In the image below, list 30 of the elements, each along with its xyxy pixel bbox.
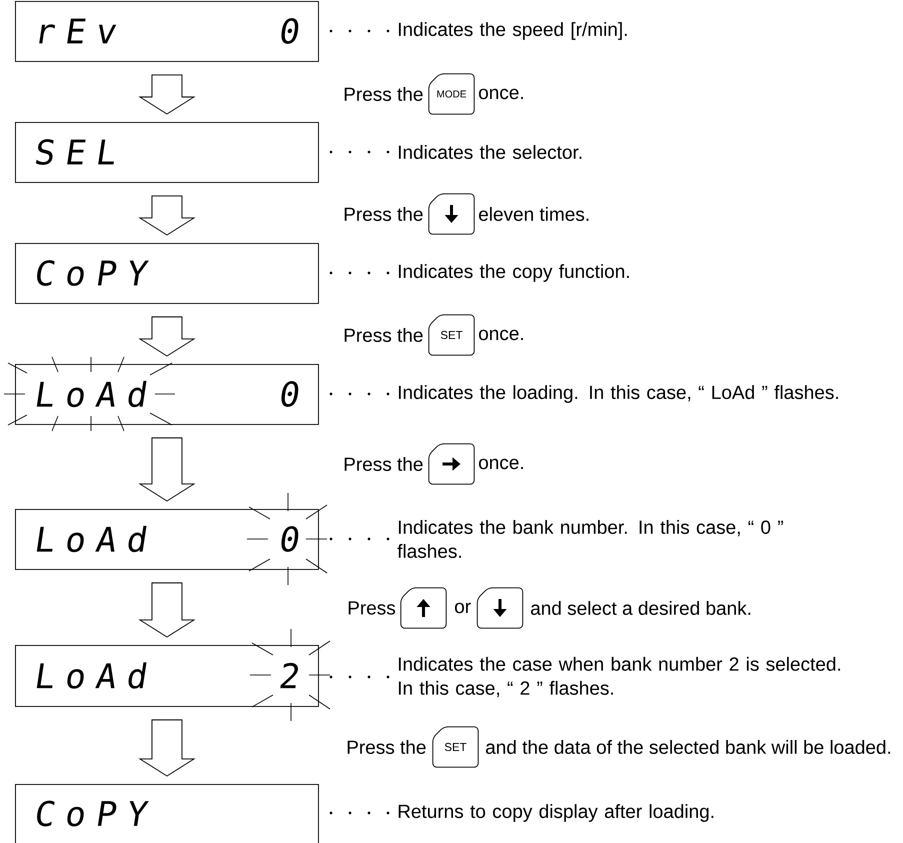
description-text: Indicates the speed [r/min]. (398, 22, 627, 40)
display-panel: r E v 0 (15, 1, 319, 62)
key-button: MODE (428, 73, 475, 115)
display-panel: L o A d 2 (15, 644, 319, 707)
display-panel: L o A d 0 (15, 508, 319, 570)
hollow-arrow (138, 195, 196, 236)
key-button: SET (428, 314, 475, 356)
hollow-arrow (138, 582, 196, 638)
key-button (476, 587, 524, 629)
description-text: Indicates the bank number. In this case, “ 0 ” flashes. (397, 520, 783, 558)
instruction-text: or (455, 602, 471, 614)
instruction-text: Press the (344, 87, 423, 101)
hollow-arrow (138, 74, 196, 115)
instruction-text: and the data of the selected bank will be loaded. (486, 740, 890, 754)
description-text: Returns to copy display after loading. (398, 804, 714, 822)
display-panel: S E L (15, 122, 319, 183)
hollow-arrow (138, 437, 196, 502)
display-panel: L o A d 0 (15, 364, 319, 425)
display-panel: C o P Y (15, 242, 319, 304)
key-button (428, 193, 475, 235)
description-text: Indicates the case when bank number 2 is selected. In this case, “ 2 ” flashes. (398, 656, 840, 698)
key-button: SET (432, 726, 479, 768)
key-button (428, 443, 475, 485)
display-panel: C o P Y (15, 784, 319, 843)
hollow-arrow (138, 719, 196, 777)
hollow-arrow (138, 316, 196, 357)
description-text: Indicates the copy function. (398, 264, 629, 282)
description-text: Indicates the loading. In this case, “ LoAd ” flashes. (398, 385, 838, 403)
description-text: Indicates the selector. (398, 145, 582, 159)
key-button (400, 587, 447, 629)
